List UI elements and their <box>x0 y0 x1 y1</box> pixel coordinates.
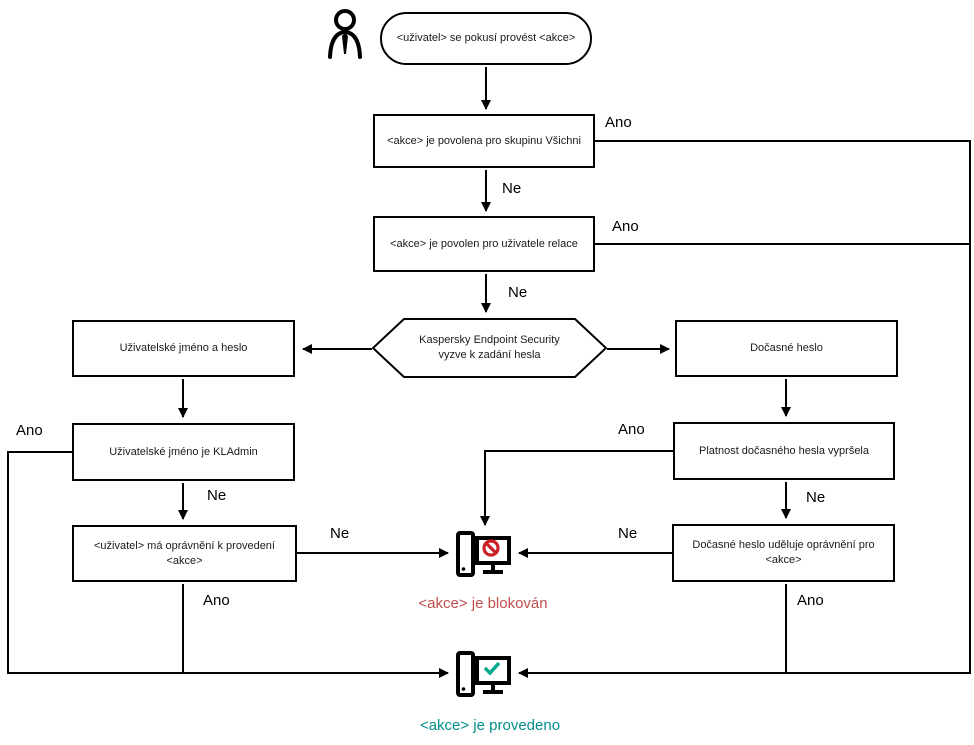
node-temp-expired-label: Platnost dočasného hesla vypršela <box>699 444 869 457</box>
hexagon-shape <box>372 318 607 378</box>
edge-label-allowed-session-no: Ne <box>508 284 528 301</box>
node-allowed-group-label: <akce> je povolena pro skupinu Všichni <box>387 134 581 147</box>
node-start: <uživatel> se pokusí provést <akce> <box>380 12 592 65</box>
edge-label-kladmin-no: Ne <box>207 487 227 504</box>
node-allowed-session: <akce> je povolen pro uživatele relace <box>373 216 595 272</box>
node-start-label: <uživatel> se pokusí provést <akce> <box>396 32 576 45</box>
user-icon <box>327 6 363 60</box>
edge-label-grants-yes: Ano <box>797 592 824 609</box>
prohibition-sign-icon <box>482 539 500 557</box>
blocked-status-label: <akce> je blokován <box>418 595 548 612</box>
node-temp-grants: Dočasné heslo uděluje oprávnění pro <akc… <box>672 524 895 582</box>
edge-label-allowed-group-yes: Ano <box>605 114 632 131</box>
edge-label-allowed-session-yes: Ano <box>612 218 639 235</box>
computer-prohibited-icon <box>454 530 512 580</box>
node-temp-password: Dočasné heslo <box>675 320 898 377</box>
node-username-password-label: Uživatelské jméno a heslo <box>119 342 248 355</box>
node-user-has-permission: <uživatel> má oprávnění k provedení <akc… <box>72 525 297 582</box>
edge-label-permission-no: Ne <box>330 525 350 542</box>
edge-label-expired-yes: Ano <box>618 421 645 438</box>
edge-label-kladmin-yes: Ano <box>16 422 43 439</box>
node-username-password: Uživatelské jméno a heslo <box>72 320 295 377</box>
node-allowed-group: <akce> je povolena pro skupinu Všichni <box>373 114 595 168</box>
node-allowed-session-label: <akce> je povolen pro uživatele relace <box>390 237 578 250</box>
edge-label-expired-no: Ne <box>806 489 826 506</box>
node-is-kladmin: Uživatelské jméno je KLAdmin <box>72 423 295 481</box>
node-user-has-permission-label: <uživatel> má oprávnění k provedení <akc… <box>93 539 275 567</box>
node-is-kladmin-label: Uživatelské jméno je KLAdmin <box>109 445 258 458</box>
computer-checkmark-icon <box>454 650 512 700</box>
edge-label-permission-yes: Ano <box>203 592 230 609</box>
checkmark-icon <box>483 661 501 676</box>
node-temp-grants-label: Dočasné heslo uděluje oprávnění pro <akc… <box>692 539 875 566</box>
edge-label-grants-no: Ne <box>618 525 638 542</box>
node-password-prompt-label: Kaspersky Endpoint Security vyzve k zadá… <box>419 334 560 361</box>
done-status-label: <akce> je provedeno <box>419 717 561 734</box>
node-password-prompt: Kaspersky Endpoint Security vyzve k zadá… <box>372 318 607 378</box>
node-temp-expired: Platnost dočasného hesla vypršela <box>673 422 895 480</box>
node-temp-password-label: Dočasné heslo <box>750 342 823 355</box>
edge-label-allowed-group-no: Ne <box>502 180 522 197</box>
